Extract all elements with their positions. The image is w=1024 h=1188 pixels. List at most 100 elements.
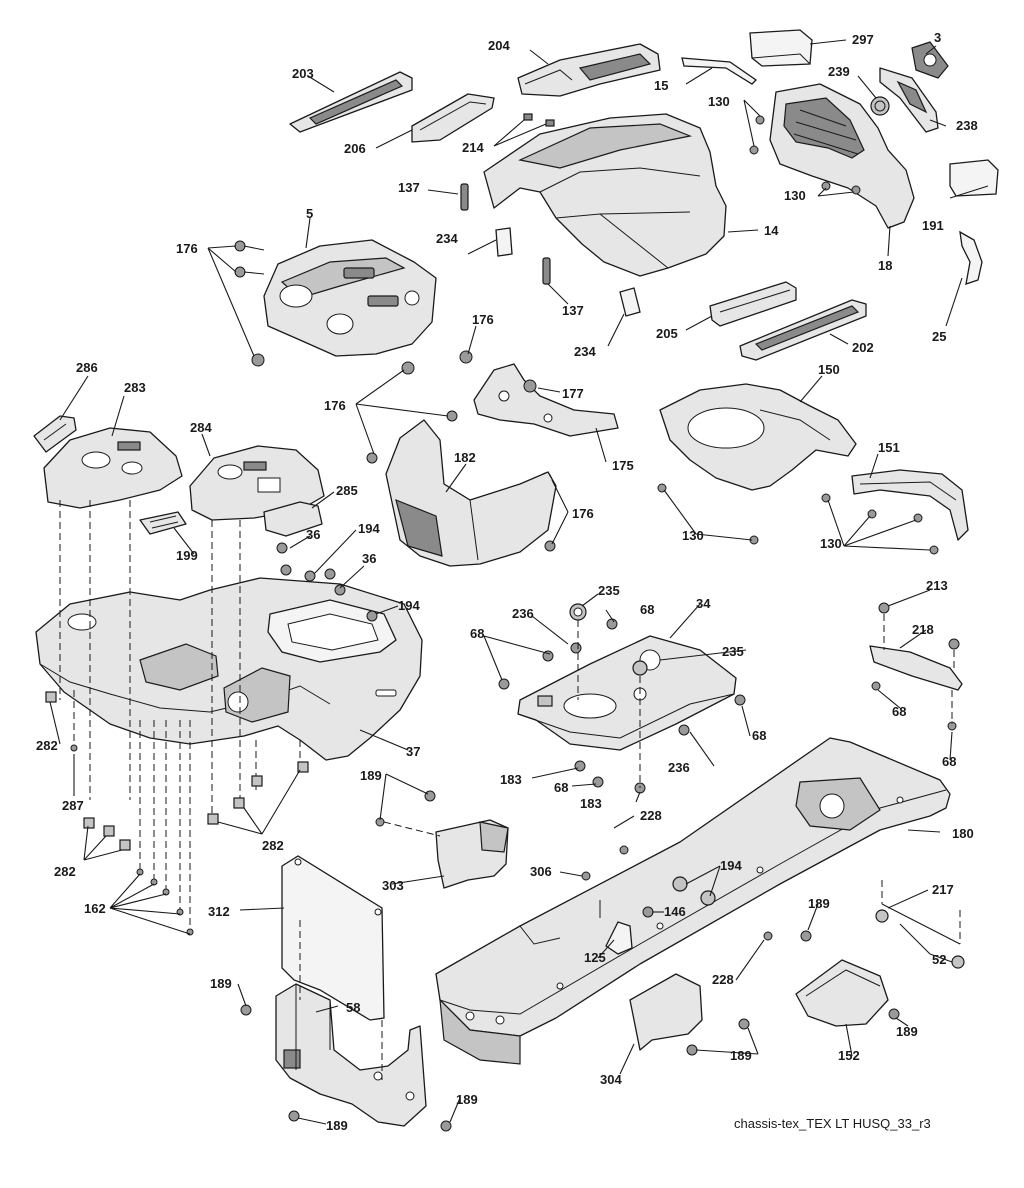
part-152-guard — [795, 930, 900, 1027]
part-206-bracket — [411, 93, 495, 143]
part-137-spring-a — [460, 183, 469, 211]
label-194-c: 194 — [720, 858, 742, 873]
label-282-b: 282 — [54, 864, 76, 879]
part-137-spring-b — [542, 257, 551, 285]
label-52: 52 — [932, 952, 946, 967]
part-37-fender — [35, 577, 423, 761]
label-180: 180 — [952, 826, 974, 841]
part-180-chassis-frame — [435, 737, 951, 1065]
part-303-bracket — [375, 790, 509, 889]
label-199: 199 — [176, 548, 198, 563]
leader-lines — [49, 39, 989, 1125]
label-36-a: 36 — [306, 527, 320, 542]
part-238-lens — [879, 67, 939, 133]
label-213: 213 — [926, 578, 948, 593]
label-175: 175 — [612, 458, 634, 473]
label-68-a: 68 — [640, 602, 654, 617]
part-234-pad-b — [619, 287, 641, 317]
label-282-a: 282 — [36, 738, 58, 753]
part-150-shroud — [659, 383, 857, 491]
label-312: 312 — [208, 904, 230, 919]
fasteners-34-plate — [498, 603, 746, 794]
part-239-emblem — [870, 96, 890, 116]
label-176-d: 176 — [572, 506, 594, 521]
label-37: 37 — [406, 744, 420, 759]
part-58-frame — [275, 983, 427, 1127]
label-238: 238 — [956, 118, 978, 133]
part-304-bracket — [629, 973, 750, 1056]
label-189-c: 189 — [210, 976, 232, 991]
label-176-a: 176 — [176, 241, 198, 256]
label-183-a: 183 — [500, 772, 522, 787]
part-283-cover — [43, 427, 183, 509]
label-286: 286 — [76, 360, 98, 375]
part-15-trim — [681, 57, 758, 85]
label-25: 25 — [932, 329, 946, 344]
label-189-a: 189 — [360, 768, 382, 783]
label-304: 304 — [600, 1072, 622, 1087]
label-15: 15 — [654, 78, 668, 93]
clips-282 — [45, 691, 309, 851]
part-182-panel — [385, 419, 557, 567]
label-151: 151 — [878, 440, 900, 455]
callout-labels: 297 3 204 203 15 239 130 238 206 214 130… — [36, 30, 978, 1133]
label-228-a: 228 — [640, 808, 662, 823]
label-68-b: 68 — [470, 626, 484, 641]
label-36-b: 36 — [362, 551, 376, 566]
label-3: 3 — [934, 30, 941, 45]
part-202-grille — [739, 299, 867, 361]
label-203: 203 — [292, 66, 314, 81]
part-214-clips — [523, 113, 555, 127]
label-130-c: 130 — [682, 528, 704, 543]
label-130-a: 130 — [708, 94, 730, 109]
diagram-caption: chassis-tex_TEX LT HUSQ_33_r3 — [734, 1116, 931, 1131]
label-284: 284 — [190, 420, 212, 435]
label-306: 306 — [530, 864, 552, 879]
label-202: 202 — [852, 340, 874, 355]
part-205-vent — [709, 281, 797, 327]
label-176-b: 176 — [472, 312, 494, 327]
part-18-front-grille — [769, 83, 915, 229]
label-162: 162 — [84, 901, 106, 916]
label-189-b: 189 — [808, 896, 830, 911]
label-239: 239 — [828, 64, 850, 79]
label-177: 177 — [562, 386, 584, 401]
label-176-c: 176 — [324, 398, 346, 413]
label-189-g: 189 — [326, 1118, 348, 1133]
part-175-bracket — [473, 363, 619, 437]
label-146: 146 — [664, 904, 686, 919]
label-214: 214 — [462, 140, 484, 155]
label-236-b: 236 — [668, 760, 690, 775]
label-130-b: 130 — [784, 188, 806, 203]
label-282-c: 282 — [262, 838, 284, 853]
label-194-a: 194 — [358, 521, 380, 536]
part-285-pad — [263, 501, 323, 537]
label-130-d: 130 — [820, 536, 842, 551]
part-234-pad-a — [495, 227, 513, 257]
label-206: 206 — [344, 141, 366, 156]
part-14-hood — [483, 113, 727, 277]
label-182: 182 — [454, 450, 476, 465]
label-137-a: 137 — [398, 180, 420, 195]
part-125-tab — [605, 921, 633, 955]
label-58: 58 — [346, 1000, 360, 1015]
label-236-a: 236 — [512, 606, 534, 621]
label-235-b: 235 — [722, 644, 744, 659]
label-68-d: 68 — [752, 728, 766, 743]
part-312-panel — [281, 855, 385, 1021]
label-297: 297 — [852, 32, 874, 47]
part-25-trim — [959, 230, 983, 285]
label-217: 217 — [932, 882, 954, 897]
label-150: 150 — [818, 362, 840, 377]
part-199-plate — [139, 511, 187, 535]
label-34: 34 — [696, 596, 711, 611]
label-283: 283 — [124, 380, 146, 395]
label-285: 285 — [336, 483, 358, 498]
part-177-nut — [523, 379, 537, 393]
part-5-dash-console — [263, 239, 437, 357]
part-284-cover — [189, 445, 325, 521]
label-205: 205 — [656, 326, 678, 341]
fasteners-36-194 — [276, 542, 378, 622]
